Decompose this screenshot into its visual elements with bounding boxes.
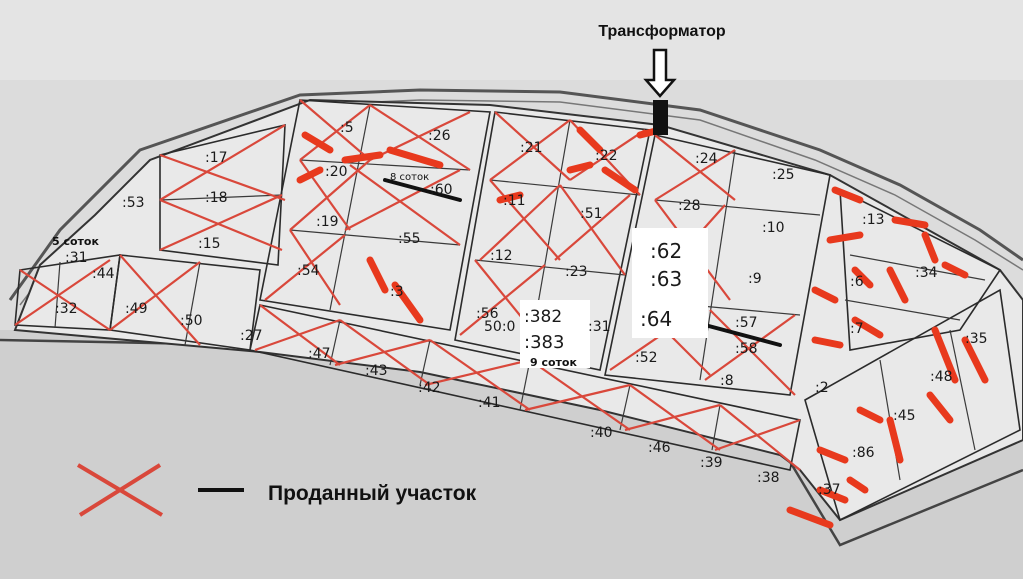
plot-label: :7	[850, 321, 864, 337]
plot-label: :20	[325, 164, 348, 180]
plot-label: :31	[65, 250, 88, 266]
plot-label: :63	[650, 267, 682, 291]
block-outlines	[14, 99, 1021, 522]
plot-label: :37	[818, 482, 841, 498]
plot-label: :11	[503, 193, 526, 209]
plot-label: :56	[476, 306, 499, 322]
black-sold-lines	[383, 178, 782, 347]
eight-sotok-note: 8 соток	[390, 172, 429, 183]
heavy-sold-marks	[296, 126, 989, 529]
plot-label: :58	[735, 341, 758, 357]
plot-label: :42	[418, 380, 441, 396]
plot-label: :35	[965, 331, 988, 347]
plot-382-383-box	[520, 300, 590, 368]
plot-label: :47	[308, 346, 331, 362]
plot-label: :383	[524, 332, 564, 353]
transformer-icon	[653, 100, 668, 135]
plot-label: :3	[390, 284, 404, 300]
plot-label: :28	[678, 198, 701, 214]
five-sotok-note: 5 соток	[52, 235, 99, 248]
plot-label: :19	[316, 214, 339, 230]
plot-label: :13	[862, 212, 885, 228]
plot-label: :45	[893, 408, 916, 424]
plot-label: :38	[757, 470, 780, 486]
legend-cross-icon	[76, 463, 164, 517]
plot-label: :27	[240, 328, 263, 344]
sold-crosses	[14, 99, 801, 471]
plot-label: :44	[92, 266, 115, 282]
plot-label: :26	[428, 128, 451, 144]
plot-labels: :5 :26 :20 :60 :19 :55 :54 :3 :17 :18 :1…	[55, 120, 988, 498]
plot-label: :49	[125, 301, 148, 317]
plot-label: :40	[590, 425, 613, 441]
plot-label: :23	[565, 264, 588, 280]
plot-label: :46	[648, 440, 671, 456]
plot-label: :18	[205, 190, 228, 206]
plot-label: :48	[930, 369, 953, 385]
plot-label: :57	[735, 315, 758, 331]
plot-label: :17	[205, 150, 228, 166]
plot-label: :54	[297, 263, 320, 279]
plot-62-64-box	[632, 228, 708, 338]
plot-label: :43	[365, 363, 388, 379]
settlement-polygon	[13, 98, 1023, 522]
plot-label: :31	[588, 319, 611, 335]
plot-label: :52	[635, 350, 658, 366]
plot-label: :22	[595, 148, 618, 164]
plot-label: :39	[700, 455, 723, 471]
plot-label: :10	[762, 220, 785, 236]
transformer-label: Трансформатор	[598, 23, 725, 40]
legend-sold-label: Проданный участок	[268, 482, 477, 505]
plot-label: :60	[430, 182, 453, 198]
forest-area-top	[0, 0, 1023, 80]
plot-label: :2	[815, 380, 829, 396]
plot-label: :50	[180, 313, 203, 329]
plot-label: :6	[850, 274, 864, 290]
arrow-down-icon	[643, 48, 677, 98]
plot-label: :64	[640, 307, 672, 331]
plot-label: :51	[580, 206, 603, 222]
plot-label: :5	[340, 120, 354, 136]
plot-label: :53	[122, 195, 145, 211]
plot-label: :382	[524, 307, 562, 327]
plot-label: :55	[398, 231, 421, 247]
plot-grid	[54, 104, 986, 481]
plot-label: :32	[55, 301, 78, 317]
transformer-marker: Трансформатор	[598, 23, 726, 135]
plot-label: :62	[650, 239, 682, 263]
nine-sotok-note: 9 соток	[530, 356, 577, 369]
outer-boundary	[8, 88, 1023, 301]
plot-label: :41	[478, 395, 501, 411]
plot-label: :25	[772, 167, 795, 183]
plot-label: :34	[915, 265, 938, 281]
plot-label: :86	[852, 445, 875, 461]
plot-label: :24	[695, 151, 718, 167]
plot-label: :15	[198, 236, 221, 252]
plot-label: :8	[720, 373, 734, 389]
plot-label: :12	[490, 248, 513, 264]
plot-label: 50:0	[484, 319, 515, 335]
plot-label: :9	[748, 271, 762, 287]
legend: Проданный участок	[76, 463, 477, 517]
plot-label: :21	[520, 140, 543, 156]
